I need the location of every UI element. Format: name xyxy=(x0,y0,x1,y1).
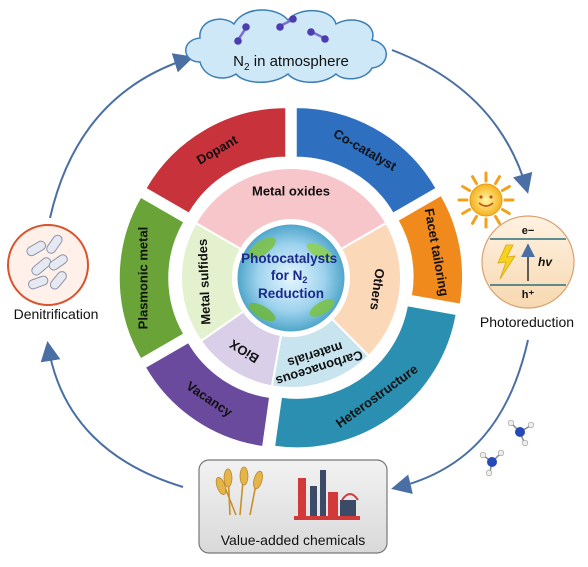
outer-segment-shape xyxy=(118,195,186,361)
leaf-decoration xyxy=(248,237,335,322)
arrow-denitrification-to-cloud xyxy=(49,53,194,219)
inner-segment-shape xyxy=(180,221,245,343)
outer-segment-shape xyxy=(144,106,287,215)
inner-ring: Metal oxidesOthersCarbonaceousmaterialsB… xyxy=(180,167,402,389)
outer-segment-shape xyxy=(396,194,464,306)
inner-segment-shape xyxy=(330,221,402,358)
n2-atmosphere-cloud: N2 in atmosphere xyxy=(185,9,387,83)
value-added-panel: Value-added chemicals xyxy=(198,459,388,554)
inner-segment-label: Metal sulfides xyxy=(195,239,214,326)
sun-icon xyxy=(457,171,515,229)
outer-segment-plasmonic-metal: Plasmonic metal xyxy=(118,195,186,361)
inner-segment-others: Others xyxy=(330,221,402,358)
value-added-label: Value-added chemicals xyxy=(221,532,366,548)
ammonia-molecule-icon xyxy=(507,419,535,447)
sun-ray xyxy=(494,175,501,186)
outer-segment-dopant: Dopant xyxy=(144,106,287,215)
cloud-shape xyxy=(185,9,387,83)
inner-segment-shape xyxy=(194,167,388,251)
sun-ray xyxy=(471,214,478,225)
outer-segment-facet-tailoring: Facet tailoring xyxy=(396,194,464,306)
cloud-label: N2 in atmosphere xyxy=(233,53,349,73)
inner-segment-biox: BiOX xyxy=(199,309,283,388)
outer-segment-vacancy: Vacancy xyxy=(144,341,271,448)
bacteria-icon xyxy=(26,234,68,290)
outer-segment-shape xyxy=(273,304,458,449)
photoreduction-panel: e− hv h⁺ Photoreduction xyxy=(457,171,575,330)
n2-molecule-icon xyxy=(234,23,250,45)
n2-molecule-icon xyxy=(307,28,329,43)
sun-ray xyxy=(461,185,472,192)
outer-segment-shape xyxy=(144,341,271,448)
arrow-cloud-to-photoreduction xyxy=(391,49,533,194)
n2-molecule-icon xyxy=(276,15,297,31)
inner-segment-label: Others xyxy=(367,268,387,312)
outer-segment-shape xyxy=(295,106,438,215)
arrow-photoreduction-to-chemicals xyxy=(391,339,529,494)
inner-segment-metal-oxides: Metal oxides xyxy=(194,167,388,251)
center-title: Photocatalysts for N2 Reduction xyxy=(241,251,341,301)
sun-ray xyxy=(461,208,472,215)
hole-label: h⁺ xyxy=(522,289,535,301)
sun-ray xyxy=(500,185,511,192)
sun-ray xyxy=(494,214,501,225)
inner-segment-metal-sulfides: Metal sulfides xyxy=(180,221,245,343)
factory-icon xyxy=(294,470,360,520)
electron-label: e− xyxy=(522,225,535,237)
cycle-arrows xyxy=(40,49,533,494)
wheat-icon xyxy=(215,466,263,516)
inner-segment-label: Metal oxides xyxy=(252,183,330,198)
photoreduction-label: Photoreduction xyxy=(480,314,574,330)
sun-ray xyxy=(500,208,511,215)
sun-ray xyxy=(471,175,478,186)
outer-segment-label: Plasmonic metal xyxy=(135,227,150,330)
lightning-icon xyxy=(497,244,516,280)
arrow-chemicals-to-denitrification xyxy=(40,341,184,488)
denitrification-panel: Denitrification xyxy=(7,224,99,322)
denitrification-label: Denitrification xyxy=(14,306,99,322)
ammonia-molecule-icon xyxy=(479,449,505,477)
hv-label: hv xyxy=(538,255,553,269)
